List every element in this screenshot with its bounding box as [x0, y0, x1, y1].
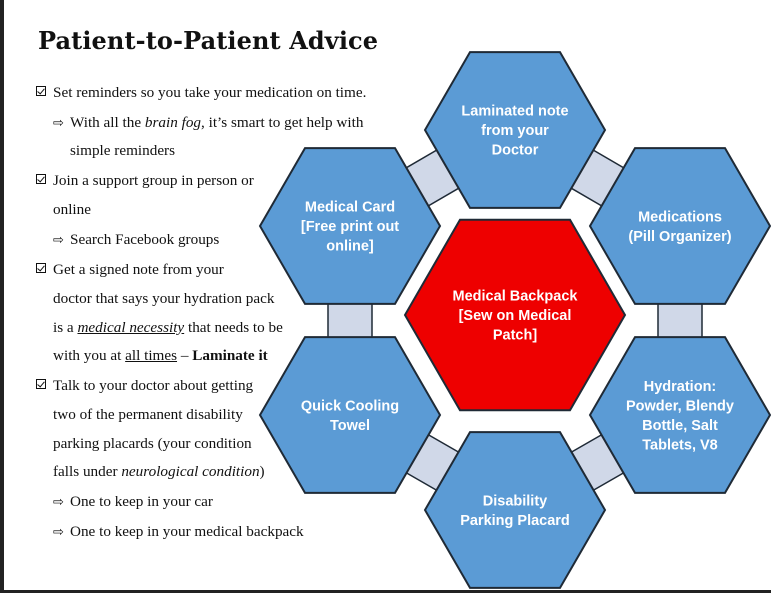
sub-bullet: ⇨One to keep in your car	[53, 487, 213, 517]
hexagon-2-label: (Pill Organizer)	[628, 229, 731, 245]
page-title: Patient-to-Patient Advice	[38, 26, 379, 55]
checkbox-icon	[36, 174, 46, 184]
bullet-3-continuation: doctor that says your hydration pack	[53, 290, 275, 307]
arrow-right-icon: ⇨	[53, 115, 64, 130]
hexagon-center-label: Patch]	[493, 328, 537, 344]
hexagon-1-label: Doctor	[492, 143, 539, 159]
sub-bullet: ⇨Search Facebook groups	[53, 225, 219, 255]
hexagon-4-shape	[423, 431, 607, 589]
hexagon-3-label: Hydration:	[644, 379, 717, 395]
hexagon-6-label: Medical Card	[305, 200, 395, 216]
hexagon-center-label: [Sew on Medical	[459, 308, 572, 324]
hexagon-2-shape	[588, 147, 771, 305]
hexagon-6: Medical Card [Free print out online]	[258, 147, 442, 305]
sub-bullet-continuation: simple reminders	[70, 142, 176, 159]
bullet-4-continuation: two of the permanent disability	[53, 406, 243, 423]
hexagon-4-label: Disability	[483, 493, 547, 509]
bullet-3-continuation: is a medical necessity that needs to be	[53, 319, 283, 336]
sub-bullet: ⇨One to keep in your medical backpack	[53, 517, 304, 547]
hexagon-3-label: Bottle, Salt	[642, 418, 718, 434]
hexagon-5-shape	[258, 336, 442, 494]
hexagon-center-label: Medical Backpack	[453, 289, 579, 305]
hexagon-6-shape	[258, 147, 442, 305]
bullet-2-continuation: online	[53, 201, 91, 218]
sub-bullet: ⇨With all the brain fog, it’s smart to g…	[53, 108, 363, 138]
checkbox-icon	[36, 86, 46, 96]
hexagon-3-label: Powder, Blendy	[626, 398, 734, 414]
bullet-2: Join a support group in person or	[36, 166, 254, 196]
hexagon-2-label: Medications	[638, 209, 722, 225]
bullet-4-continuation: parking placards (your condition	[53, 435, 252, 452]
hexagon-6-label: [Free print out	[301, 219, 399, 235]
hexagon-4-label: Parking Placard	[460, 513, 570, 529]
arrow-right-icon: ⇨	[53, 524, 64, 539]
hexagon-5-label: Quick Cooling	[301, 398, 399, 414]
hexagon-3-label: Tablets, V8	[642, 437, 717, 453]
checkbox-icon	[36, 263, 46, 273]
checkbox-icon	[36, 379, 46, 389]
bullet-4-continuation: falls under neurological condition)	[53, 463, 265, 480]
hexagon-2: Medications (Pill Organizer)	[588, 147, 771, 305]
arrow-right-icon: ⇨	[53, 494, 64, 509]
hexagon-1-label: from your	[481, 123, 549, 139]
bullet-3-continuation: with you at all times – Laminate it	[53, 347, 268, 364]
bullet-1: Set reminders so you take your medicatio…	[36, 78, 366, 108]
hexagon-5-label: Towel	[330, 418, 370, 434]
hexagon-1-label: Laminated note	[461, 104, 568, 120]
bullet-4: Talk to your doctor about getting	[36, 371, 253, 401]
hexagon-6-label: online]	[326, 239, 374, 255]
arrow-right-icon: ⇨	[53, 232, 64, 247]
hexagon-center-shape	[403, 218, 627, 412]
hexagon-3-shape	[588, 336, 771, 494]
bullet-3: Get a signed note from your	[36, 255, 224, 285]
hexagon-1-shape	[423, 51, 607, 209]
